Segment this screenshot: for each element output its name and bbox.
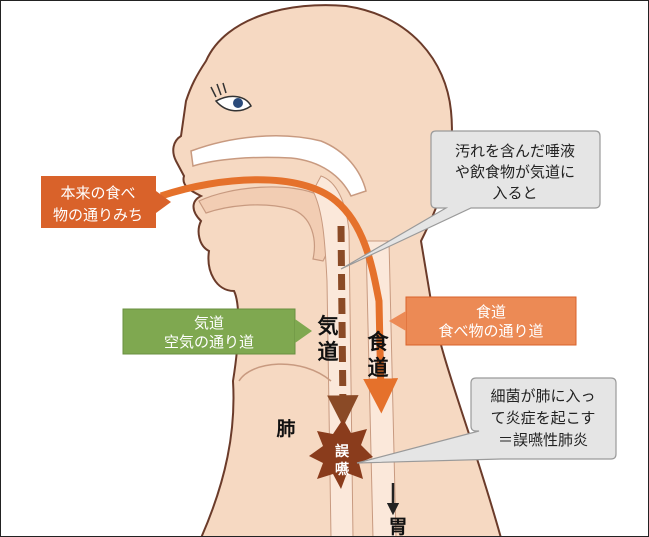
aspiration-char-2: 嚥 — [335, 461, 349, 477]
trachea-title: 気道 — [194, 315, 224, 332]
esophagus-title: 食道 — [476, 304, 506, 321]
trachea-vertical-1: 気 — [318, 314, 339, 338]
callout-top-line-1: 汚れを含んだ唾液 — [455, 143, 575, 160]
callout-top-line-3: 入ると — [492, 185, 537, 202]
callout-bottom-line-1: 細菌が肺に入っ — [490, 388, 595, 405]
callout-bottom-line-3: ＝誤嚥性肺炎 — [498, 432, 588, 449]
callout-bottom-line-2: て炎症を起こす — [491, 410, 596, 427]
normal-path-text-2: 物の通りみち — [53, 207, 143, 224]
esophagus-vertical-1: 食 — [368, 330, 390, 354]
lung-label: 肺 — [276, 418, 295, 440]
stomach-label: 胃 — [388, 516, 407, 537]
trachea-sub: 空気の通り道 — [164, 334, 254, 351]
aspiration-char-1: 誤 — [335, 443, 350, 459]
normal-path-text-1: 本来の食べ — [60, 185, 135, 202]
trachea-vertical-2: 道 — [318, 340, 339, 364]
esophagus-sub: 食べ物の通り道 — [438, 323, 543, 340]
callout-top-line-2: や飲食物が気道に — [455, 164, 575, 181]
esophagus-vertical-2: 道 — [368, 356, 389, 380]
